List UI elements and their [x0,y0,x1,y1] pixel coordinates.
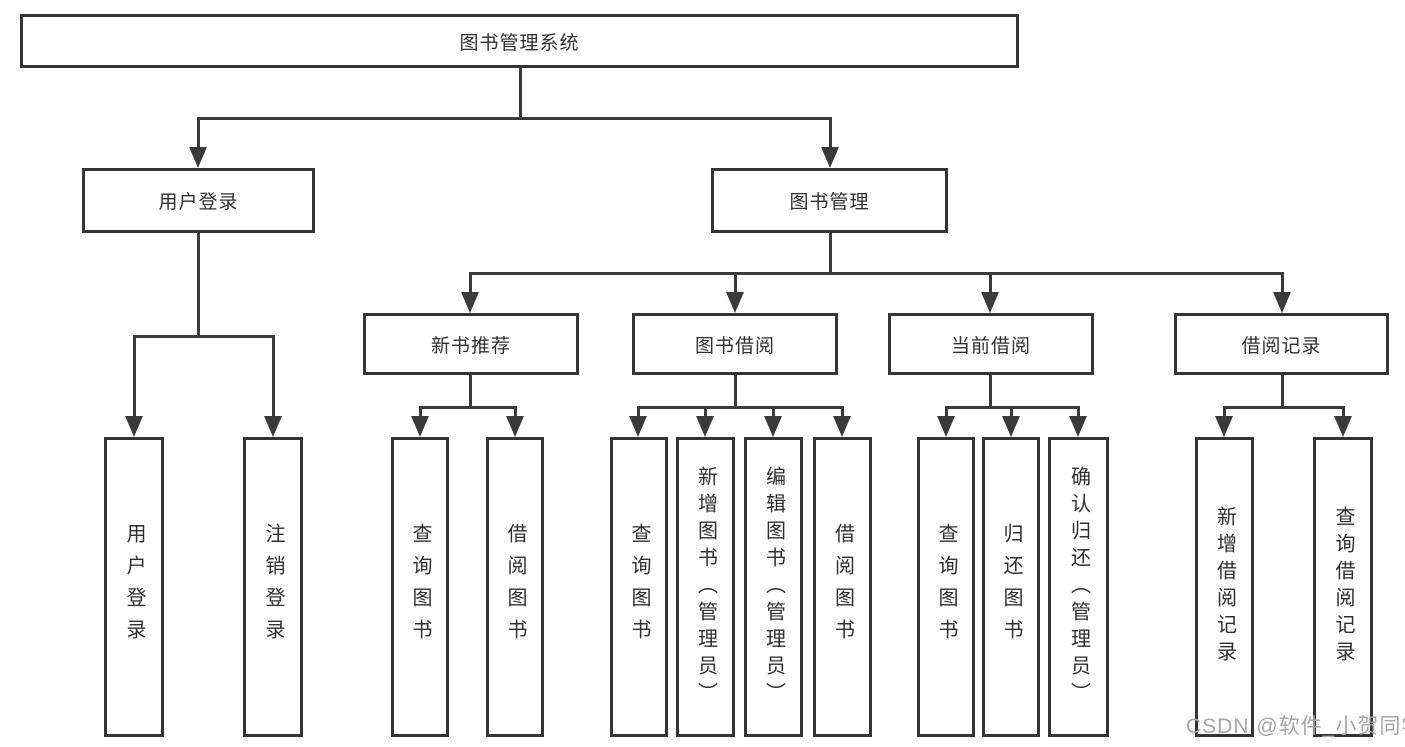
arrow-down-icon [1002,416,1020,437]
arrow-down-icon [821,147,839,168]
connector-borrowrecords-stem [1280,375,1284,409]
leaf-cb-confirm-return-admin: 确认归还（管理员） [1048,437,1109,737]
connector-arrow-stem [988,273,992,295]
connector-bookborrow-stem [733,375,737,409]
arrow-down-icon [726,292,744,313]
connector-arrow-stem [840,407,844,419]
leaf-bb-borrow-books-label: 借阅图书 [831,523,854,651]
connector-root-stem [518,67,522,119]
node-current-borrow-label: 当前借阅 [950,335,1031,357]
leaf-nb-borrow-books: 借阅图书 [486,437,544,737]
arrow-down-icon [125,416,143,437]
leaf-cb-return-books-label: 归还图书 [1000,523,1022,651]
connector-arrow-stem [636,407,640,419]
leaf-logout-label: 注销登录 [262,523,284,651]
arrow-down-icon [764,416,782,437]
arrow-down-icon [264,416,282,437]
leaf-bb-add-books-admin-label: 新增图书（管理员） [694,465,717,709]
connector-arrow-stem [1076,407,1080,419]
connector-level1-rail [196,116,832,120]
connector-arrow-stem [468,273,472,295]
connector-bookmgmt-rail [468,271,1284,275]
connector-arrow-stem [944,407,948,419]
arrow-down-icon [1069,416,1087,437]
node-borrow-records-label: 借阅记录 [1241,335,1322,357]
leaf-br-add-record-label: 新增借阅记录 [1213,506,1236,668]
connector-arrow-stem [828,117,832,150]
connector-bookmgmt-stem [828,233,832,275]
arrow-down-icon [981,292,999,313]
leaf-br-query-record-label: 查询借阅记录 [1332,506,1354,668]
arrow-down-icon [833,416,851,437]
leaf-cb-query-books-label: 查询图书 [935,523,957,651]
node-borrow-records: 借阅记录 [1174,313,1389,375]
leaf-bb-add-books-admin: 新增图书（管理员） [676,437,735,737]
arrow-down-icon [1334,416,1352,437]
arrow-down-icon [189,147,207,168]
leaf-nb-borrow-books-label: 借阅图书 [504,523,526,651]
leaf-bb-query-books: 查询图书 [610,437,668,737]
connector-arrow-stem [196,117,200,150]
arrow-down-icon [461,292,479,313]
connector-bookborrow-rail [636,405,844,409]
arrow-down-icon [696,416,714,437]
connector-arrow-stem [771,407,775,419]
csdn-watermark: CSDN @软件_小贺同学 [1186,715,1405,738]
arrow-down-icon [506,416,524,437]
node-user-login-label: 用户登录 [158,192,239,213]
arrow-down-icon [629,416,647,437]
leaf-bb-borrow-books: 借阅图书 [813,437,872,737]
arrow-down-icon [411,416,429,437]
node-book-mgmt: 图书管理 [711,168,948,233]
leaf-nb-query-books-label: 查询图书 [409,523,431,651]
arrow-down-icon [1273,292,1291,313]
leaf-br-query-record: 查询借阅记录 [1313,437,1373,737]
connector-arrow-stem [1222,407,1226,419]
leaf-cb-return-books: 归还图书 [982,437,1040,737]
leaf-user-login: 用户登录 [104,437,164,737]
connector-currentborrow-stem [988,375,992,409]
connector-arrow-stem [1341,407,1345,419]
node-new-book-rec: 新书推荐 [363,313,579,375]
connector-arrow-stem [271,336,275,419]
node-book-borrow: 图书借阅 [632,313,838,375]
node-user-login: 用户登录 [82,168,315,233]
leaf-logout: 注销登录 [243,437,303,737]
connector-arrow-stem [513,407,517,419]
connector-borrowrecords-rail [1222,405,1345,409]
connector-newbook-rail [418,405,517,409]
connector-userlogin-rail [132,334,275,338]
node-new-book-rec-label: 新书推荐 [430,335,511,357]
connector-arrow-stem [733,273,737,295]
connector-arrow-stem [418,407,422,419]
connector-arrow-stem [132,336,136,419]
node-book-borrow-label: 图书借阅 [694,335,775,357]
leaf-bb-edit-books-admin: 编辑图书（管理员） [744,437,803,737]
leaf-nb-query-books: 查询图书 [391,437,449,737]
node-book-mgmt-label: 图书管理 [789,192,870,213]
leaf-user-login-label: 用户登录 [123,523,145,651]
arrow-down-icon [1215,416,1233,437]
arrow-down-icon [937,416,955,437]
leaf-bb-edit-books-admin-label: 编辑图书（管理员） [762,465,785,709]
leaf-br-add-record: 新增借阅记录 [1195,437,1254,737]
connector-arrow-stem [703,407,707,419]
node-current-borrow: 当前借阅 [888,313,1094,375]
node-root: 图书管理系统 [20,14,1019,68]
connector-arrow-stem [1009,407,1013,419]
connector-newbook-stem [468,375,472,409]
connector-arrow-stem [1280,273,1284,295]
leaf-cb-confirm-return-admin-label: 确认归还（管理员） [1067,465,1090,709]
leaf-cb-query-books: 查询图书 [917,437,975,737]
connector-userlogin-stem [196,233,200,337]
leaf-bb-query-books-label: 查询图书 [628,523,650,651]
node-root-label: 图书管理系统 [459,32,580,54]
